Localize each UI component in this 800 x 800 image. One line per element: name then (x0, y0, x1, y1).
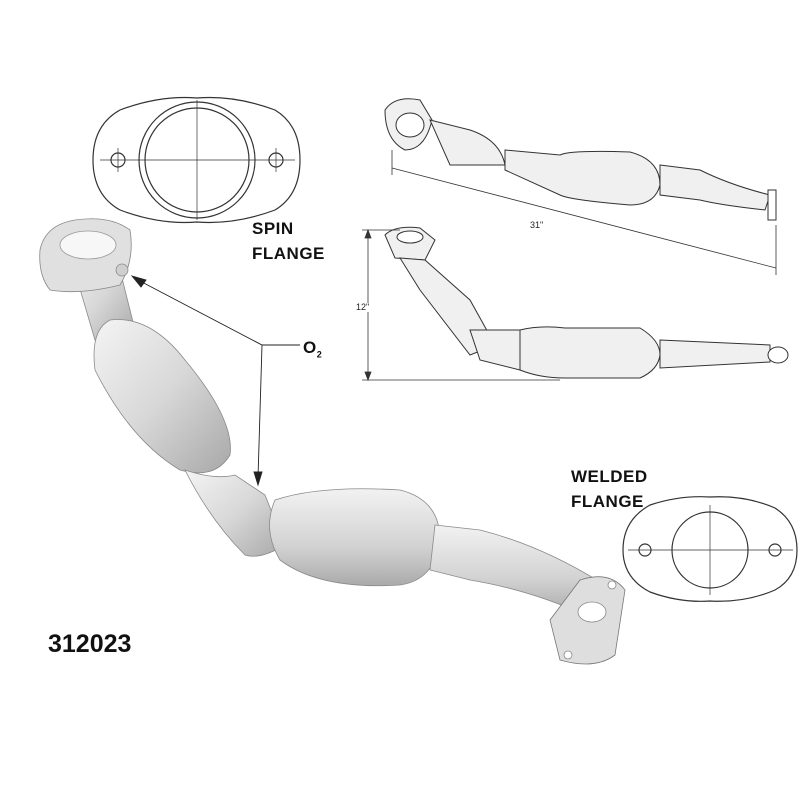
part-number: 312023 (48, 630, 132, 658)
welded-flange-outline (622, 496, 798, 602)
o2-sensor-label: O2 (303, 338, 323, 360)
height-dimension-label: 12" (354, 302, 372, 312)
spin-flange-outline (92, 96, 301, 224)
converter-side-view (384, 226, 789, 379)
spin-flange-label-line2: FLANGE (252, 244, 325, 263)
length-dimension-line (391, 150, 777, 275)
spin-flange-label-line1: SPIN (252, 219, 294, 238)
welded-flange-label-line2: FLANGE (571, 492, 644, 511)
length-dimension-label: 31" (528, 220, 546, 230)
converter-top-view (384, 98, 777, 221)
o2-leader-lines (130, 275, 300, 487)
converter-main-view (39, 218, 626, 665)
welded-flange-label-line1: WELDED (571, 467, 648, 486)
